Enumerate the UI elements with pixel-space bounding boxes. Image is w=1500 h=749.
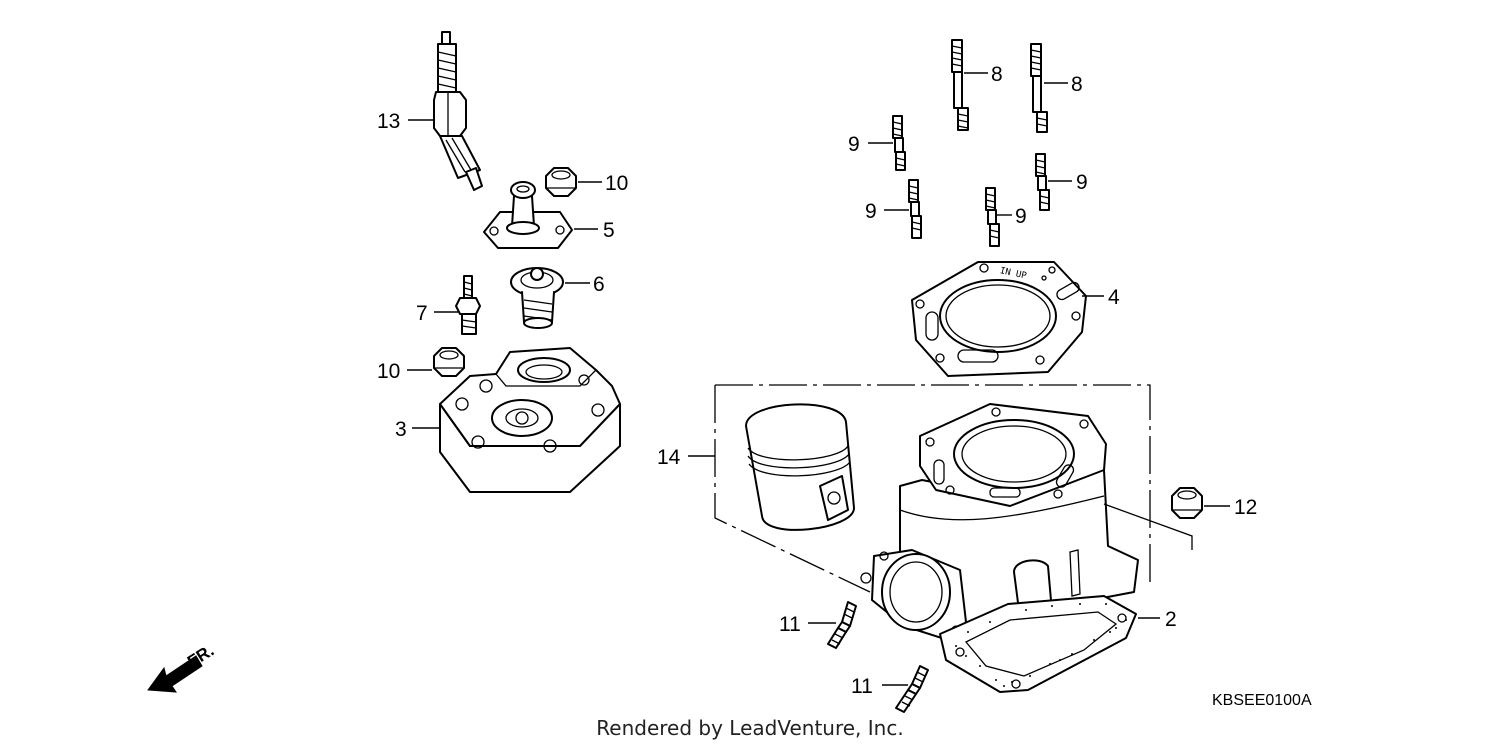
flange-nut-lower[interactable] — [433, 347, 465, 377]
callout-3: 3 — [395, 418, 407, 441]
stud-long-1[interactable] — [951, 39, 969, 131]
front-direction-arrow-icon: FR. — [147, 641, 217, 693]
flange-nut-right[interactable] — [1171, 487, 1203, 519]
exhaust-stud-1[interactable] — [827, 601, 857, 649]
spark-plug[interactable] — [433, 31, 483, 191]
stud-short-3[interactable] — [985, 187, 1000, 247]
base-gasket[interactable] — [939, 595, 1137, 693]
callout-2: 2 — [1165, 608, 1177, 631]
head-gasket[interactable]: IN UP — [911, 261, 1087, 377]
thermostat[interactable] — [510, 267, 564, 329]
callout-14: 14 — [657, 446, 681, 469]
temperature-sensor[interactable] — [455, 275, 481, 335]
callout-9-c: 9 — [1015, 205, 1027, 228]
credit-footer: Rendered by LeadVenture, Inc. — [596, 716, 904, 740]
callout-12: 12 — [1234, 496, 1257, 519]
cylinder-head[interactable] — [439, 347, 621, 493]
callout-9-d: 9 — [1076, 171, 1088, 194]
callout-6: 6 — [593, 273, 605, 296]
stud-short-1[interactable] — [892, 115, 906, 171]
callout-8-left: 8 — [991, 63, 1003, 86]
callout-11-lower: 11 — [851, 675, 873, 698]
flange-nut-upper[interactable] — [545, 167, 577, 197]
water-joint[interactable] — [483, 181, 573, 249]
callout-5: 5 — [603, 219, 615, 242]
callout-8-right: 8 — [1071, 73, 1083, 96]
callout-13: 13 — [377, 110, 400, 133]
callout-9-b: 9 — [865, 200, 877, 223]
cylinder-set-outline — [714, 384, 1151, 593]
callout-7: 7 — [416, 302, 428, 325]
callout-4: 4 — [1108, 286, 1120, 309]
drawing-code: KBSEE0100A — [1212, 692, 1312, 709]
exhaust-stud-2[interactable] — [895, 665, 929, 713]
callout-11-upper: 11 — [779, 613, 801, 636]
callout-10-lower: 10 — [377, 360, 400, 383]
stud-short-2[interactable] — [908, 179, 922, 239]
stud-long-2[interactable] — [1030, 43, 1048, 133]
cylinder-block[interactable] — [860, 403, 1139, 641]
callout-10-upper: 10 — [605, 172, 628, 195]
piston[interactable] — [745, 403, 855, 531]
stud-short-4[interactable] — [1035, 153, 1050, 211]
callout-9-a: 9 — [848, 133, 860, 156]
